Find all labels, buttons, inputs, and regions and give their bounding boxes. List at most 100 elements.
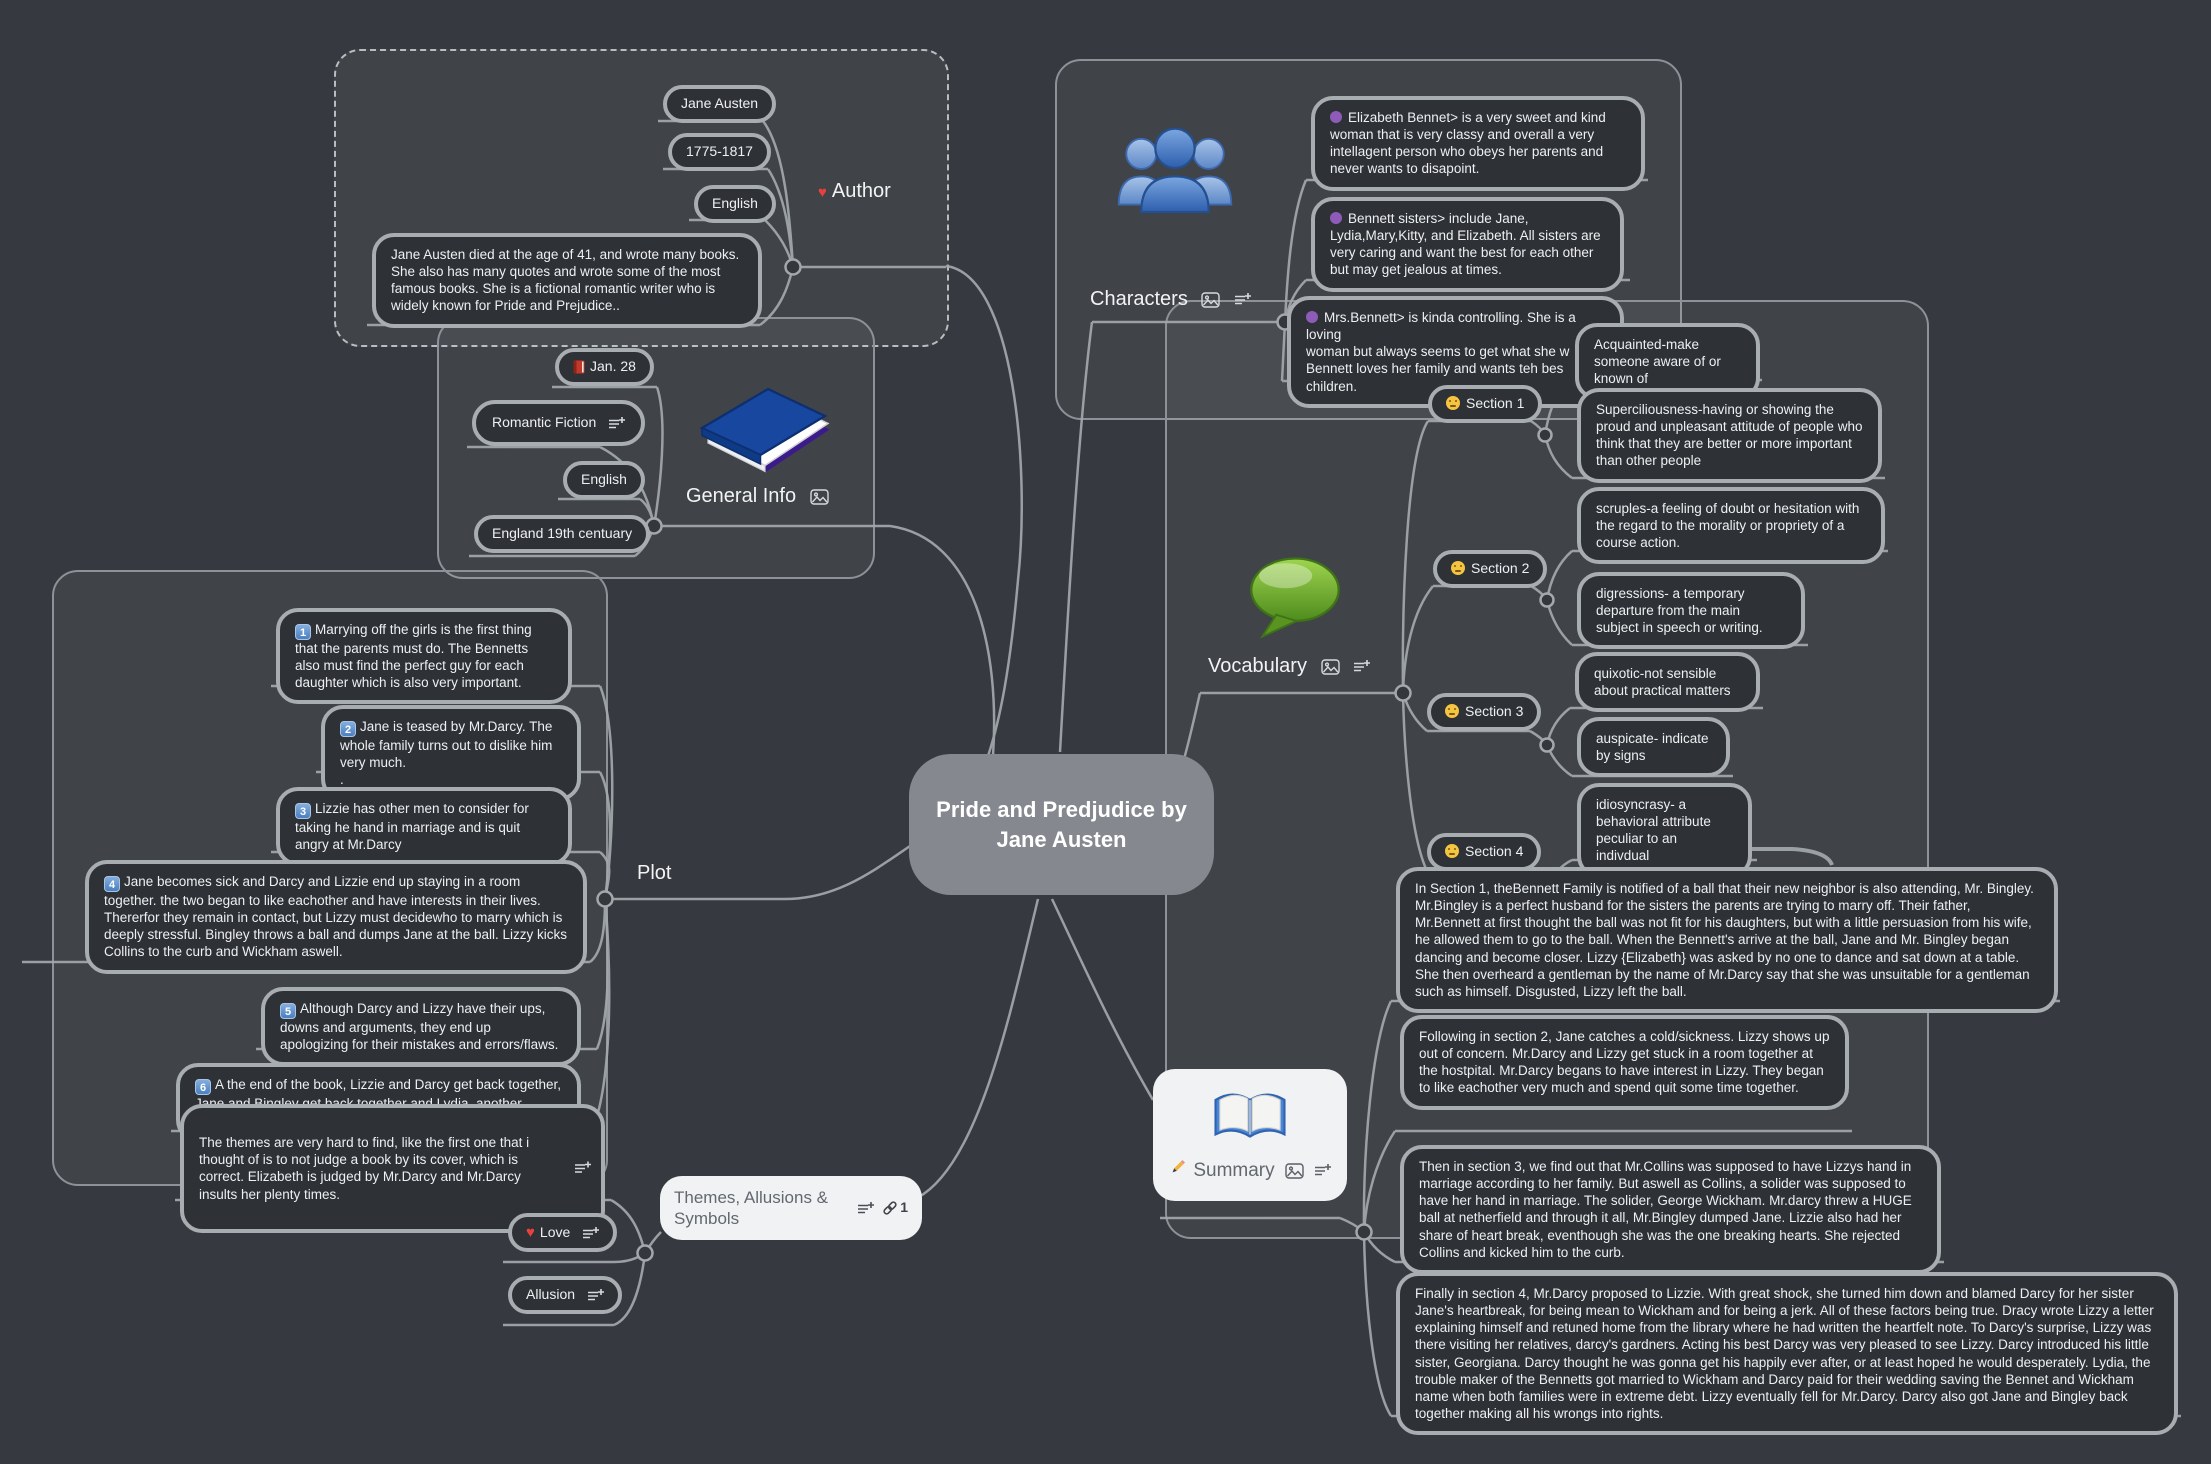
character-elizabeth-text: Elizabeth Bennet> is a very sweet and ki… [1330, 110, 1606, 177]
plot-item-3-text: Lizzie has other men to consider for tak… [295, 801, 529, 853]
smiley-icon [1451, 561, 1465, 575]
word-digressions[interactable]: digressions- a temporary departure from … [1577, 572, 1805, 650]
summary-section-2[interactable]: Following in section 2, Jane catches a c… [1400, 1015, 1849, 1110]
number-3-icon: 3 [295, 803, 311, 819]
general-info-node[interactable]: General Info [686, 485, 829, 508]
number-6-icon: 6 [195, 1079, 211, 1095]
central-topic-title: Pride and Predjudice by Jane Austen [936, 796, 1187, 852]
add-notes-icon[interactable] [1353, 659, 1371, 674]
open-book-icon [1211, 1087, 1289, 1150]
smiley-icon [1446, 396, 1460, 410]
themes-node[interactable]: Themes, Allusions & Symbols 1 [660, 1176, 922, 1240]
purple-bullet-icon [1306, 311, 1318, 323]
summary-section-1[interactable]: In Section 1, theBennett Family is notif… [1396, 867, 2058, 1013]
image-icon[interactable] [1320, 659, 1340, 675]
plot-item-4-text: Jane becomes sick and Darcy and Lizzie e… [104, 874, 567, 960]
word-quixotic[interactable]: quixotic-not sensible about practical ma… [1575, 652, 1760, 713]
author-years-node[interactable]: 1775-1817 [668, 133, 771, 171]
characters-node-label: Characters [1090, 288, 1188, 310]
section-2-node[interactable]: Section 2 [1433, 550, 1548, 588]
word-scruples-text: scruples-a feeling of doubt or hesitatio… [1596, 501, 1860, 551]
summary-section-2-text: Following in section 2, Jane catches a c… [1419, 1029, 1830, 1096]
heart-icon: ♥ [818, 184, 827, 201]
themes-note[interactable]: The themes are very hard to find, like t… [180, 1104, 605, 1233]
section-3-label: Section 3 [1465, 703, 1524, 719]
genre-node[interactable]: Romantic Fiction [472, 400, 646, 446]
summary-section-4[interactable]: Finally in section 4, Mr.Darcy proposed … [1396, 1272, 2178, 1436]
red-book-icon [573, 360, 585, 374]
author-description-node[interactable]: Jane Austen died at the age of 41, and w… [372, 233, 762, 328]
word-superciliousness[interactable]: Superciliousness-having or showing the p… [1577, 388, 1882, 483]
image-icon[interactable] [1284, 1162, 1304, 1179]
vocabulary-node[interactable]: Vocabulary [1208, 655, 1371, 678]
plot-item-5-text: Although Darcy and Lizzy have their ups,… [280, 1001, 559, 1053]
add-notes-icon[interactable] [857, 1201, 875, 1216]
add-notes-icon[interactable] [1314, 1163, 1331, 1178]
central-topic-node[interactable]: Pride and Predjudice by Jane Austen [909, 754, 1214, 895]
purple-bullet-icon [1330, 111, 1342, 123]
word-auspicate-text: auspicate- indicate by signs [1596, 731, 1709, 764]
image-icon[interactable] [1201, 292, 1221, 308]
vocabulary-node-label: Vocabulary [1208, 655, 1307, 677]
summary-section-4-text: Finally in section 4, Mr.Darcy proposed … [1415, 1286, 2154, 1421]
add-notes-icon[interactable] [582, 1226, 600, 1241]
word-superciliousness-text: Superciliousness-having or showing the p… [1596, 402, 1863, 469]
character-sisters[interactable]: Bennett sisters> include Jane, Lydia,Mar… [1311, 197, 1624, 292]
characters-node[interactable]: Characters [1090, 288, 1251, 311]
plot-node[interactable]: Plot [637, 862, 671, 885]
author-language-node[interactable]: English [694, 185, 776, 223]
author-node[interactable]: ♥Author [818, 180, 891, 203]
summary-node[interactable]: Summary [1153, 1069, 1347, 1201]
image-icon[interactable] [809, 489, 829, 505]
section-1-node[interactable]: Section 1 [1428, 385, 1543, 423]
word-idiosyncrasy[interactable]: idiosyncrasy- a behavioral attribute pec… [1577, 783, 1752, 878]
setting-node[interactable]: England 19th centuary [474, 515, 651, 553]
purple-bullet-icon [1330, 212, 1342, 224]
setting-label: England 19th centuary [492, 525, 633, 541]
word-scruples[interactable]: scruples-a feeling of doubt or hesitatio… [1577, 487, 1885, 565]
smiley-icon [1445, 844, 1459, 858]
language-node[interactable]: English [563, 461, 645, 499]
author-name-node[interactable]: Jane Austen [663, 85, 777, 123]
author-node-label: Author [831, 180, 891, 202]
plot-item-2-text: Jane is teased by Mr.Darcy. The whole fa… [340, 719, 553, 788]
number-2-icon: 2 [340, 721, 356, 737]
link-count: 1 [900, 1199, 908, 1216]
character-elizabeth[interactable]: Elizabeth Bennet> is a very sweet and ki… [1311, 96, 1645, 191]
love-node[interactable]: ♥Love [508, 1213, 618, 1253]
author-name-label: Jane Austen [681, 95, 759, 111]
speech-bubble-icon [1245, 552, 1345, 645]
link-icon[interactable]: 1 [882, 1199, 908, 1217]
word-digressions-text: digressions- a temporary departure from … [1596, 586, 1763, 636]
date-node[interactable]: Jan. 28 [555, 348, 654, 386]
add-notes-icon[interactable] [1234, 292, 1251, 307]
summary-section-3[interactable]: Then in section 3, we find out that Mr.C… [1400, 1145, 1941, 1274]
themes-node-label: Themes, Allusions & Symbols [674, 1187, 829, 1228]
author-years-label: 1775-1817 [686, 143, 753, 159]
summary-section-1-text: In Section 1, theBennett Family is notif… [1415, 881, 2034, 999]
add-notes-icon[interactable] [608, 416, 626, 431]
section-2-label: Section 2 [1471, 560, 1530, 576]
smiley-icon [1445, 704, 1459, 718]
language-label: English [581, 471, 627, 487]
allusion-label: Allusion [526, 1286, 576, 1302]
pencil-icon [1169, 1158, 1187, 1183]
author-description-text: Jane Austen died at the age of 41, and w… [391, 247, 740, 314]
number-4-icon: 4 [104, 876, 120, 892]
add-notes-icon[interactable] [587, 1288, 604, 1303]
add-notes-icon[interactable] [574, 1161, 591, 1176]
word-auspicate[interactable]: auspicate- indicate by signs [1577, 717, 1730, 778]
date-label: Jan. 28 [590, 358, 636, 374]
number-5-icon: 5 [280, 1003, 296, 1019]
summary-node-label: Summary [1193, 1159, 1275, 1181]
section-3-node[interactable]: Section 3 [1427, 693, 1542, 731]
plot-item-1-text: Marrying off the girls is the first thin… [295, 622, 532, 691]
section-4-node[interactable]: Section 4 [1427, 833, 1542, 871]
summary-section-3-text: Then in section 3, we find out that Mr.C… [1419, 1159, 1912, 1260]
allusion-node[interactable]: Allusion [508, 1276, 622, 1314]
